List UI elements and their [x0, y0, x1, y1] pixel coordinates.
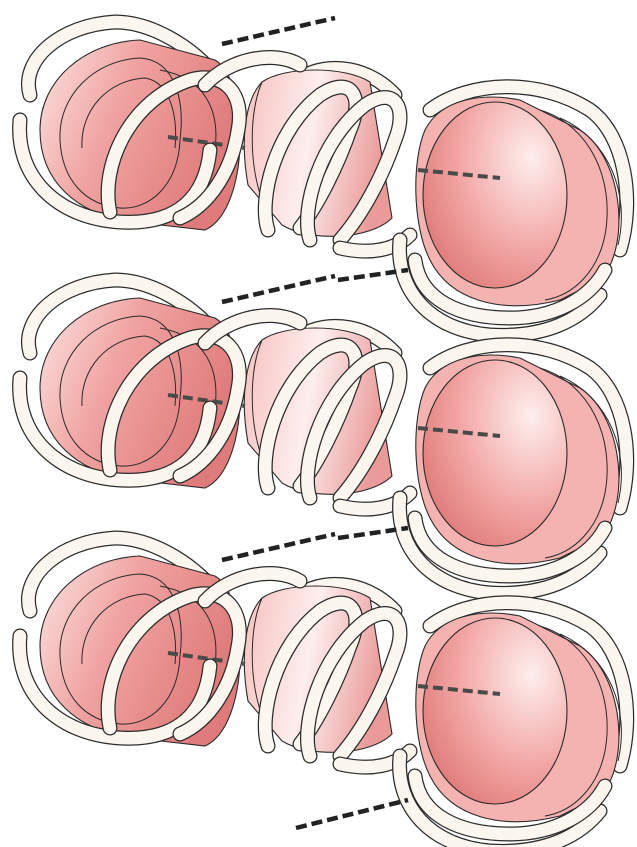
bottom-dashed-line: [296, 800, 408, 828]
right-cylinder: [416, 97, 622, 306]
upper-dashed-line: [222, 534, 335, 560]
right-cylinder-face: [423, 360, 567, 546]
right-cylinder: [416, 613, 622, 822]
right-cylinder-face: [423, 102, 567, 288]
right-cylinder-face: [423, 618, 567, 804]
upper-dashed-line: [222, 18, 335, 44]
upper-dashed-line: [222, 276, 335, 302]
right-cylinder: [416, 355, 622, 564]
